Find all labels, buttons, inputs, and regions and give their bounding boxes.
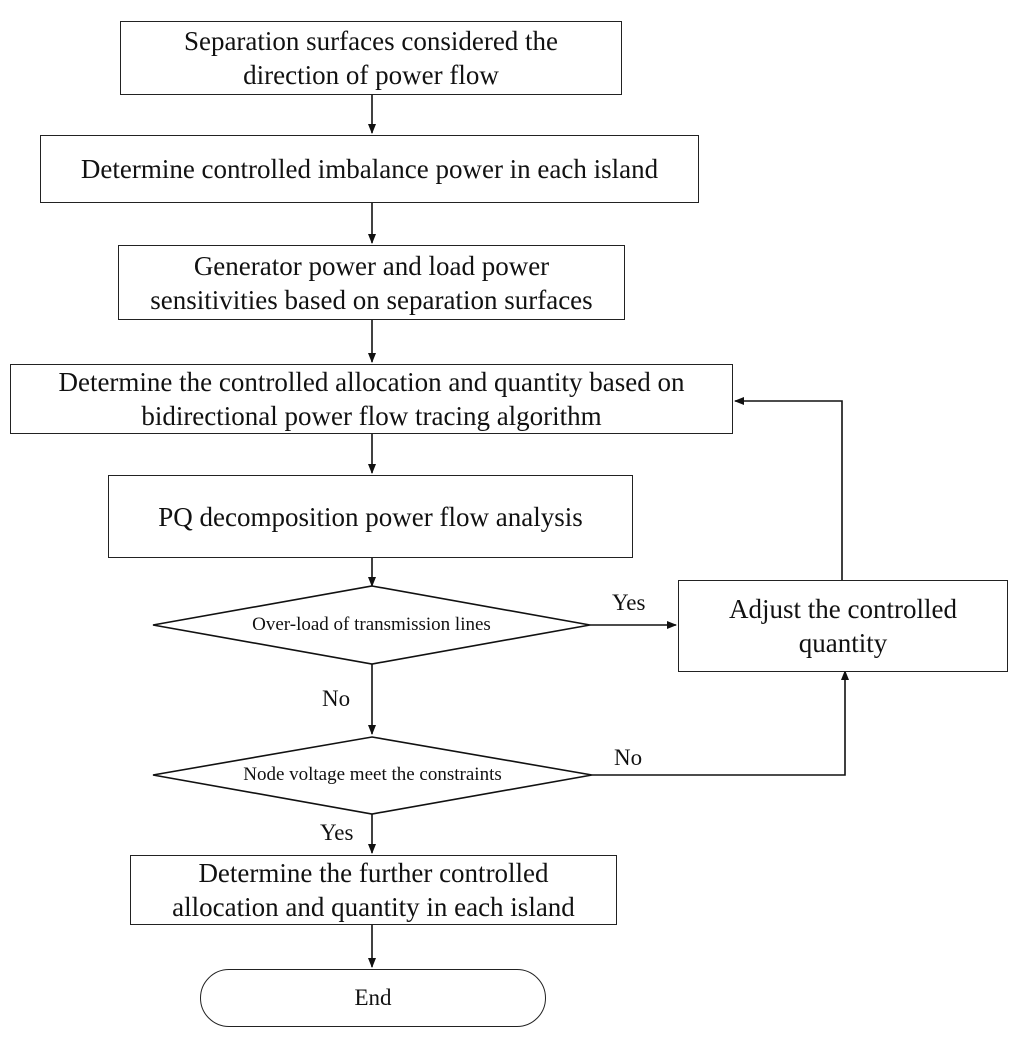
arrow-voltage-no-to-adjust [592, 670, 849, 776]
separation-surfaces-step: Separation surfaces considered the direc… [120, 21, 622, 95]
sensitivities-text: Generator power and load power sensitivi… [150, 250, 593, 315]
pq-analysis-text: PQ decomposition power flow analysis [158, 501, 583, 532]
overload-decision-text: Over-load of transmission lines [252, 614, 491, 635]
overload-decision-shape [152, 585, 591, 665]
overload-no-label: No [322, 686, 351, 711]
imbalance-power-step: Determine controlled imbalance power in … [40, 135, 699, 203]
adjust-quantity-text: Adjust the controlled quantity [729, 594, 957, 658]
arrow-adjust-to-allocation [734, 397, 843, 580]
voltage-decision-shape [152, 736, 593, 815]
adjust-quantity-step: Adjust the controlled quantity [678, 580, 1008, 672]
imbalance-power-text: Determine controlled imbalance power in … [80, 154, 659, 184]
sensitivities-step: Generator power and load power sensitivi… [118, 245, 625, 320]
further-allocation-step: Determine the further controlled allocat… [130, 855, 617, 925]
voltage-no-label: No [614, 745, 643, 770]
voltage-decision-text: Node voltage meet the constraints [243, 764, 502, 785]
allocation-step: Determine the controlled allocation and … [10, 364, 733, 434]
pq-analysis-step: PQ decomposition power flow analysis [108, 475, 633, 558]
end-text: End [354, 985, 392, 1010]
allocation-text: Determine the controlled allocation and … [58, 367, 685, 431]
end-terminal: End [200, 969, 546, 1027]
voltage-yes-label: Yes [320, 820, 354, 845]
overload-yes-label: Yes [612, 590, 646, 615]
further-allocation-text: Determine the further controlled allocat… [172, 858, 575, 922]
separation-surfaces-text: Separation surfaces considered the direc… [183, 26, 559, 90]
